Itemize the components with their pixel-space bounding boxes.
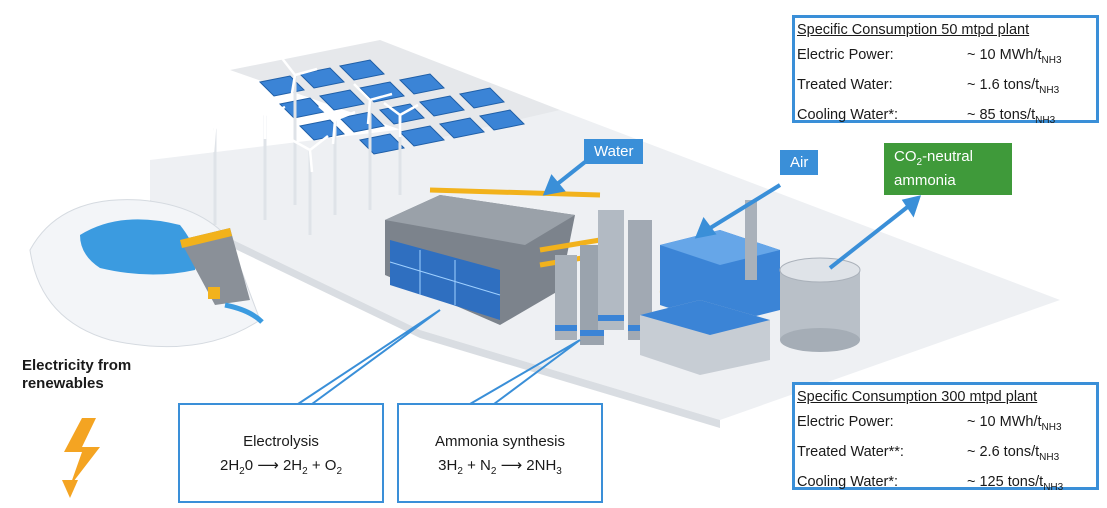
- spec-50-row: Treated Water: ~ 1.6 tons/tNH3: [797, 76, 1060, 96]
- spec-50-row: Cooling Water*: ~ 85 tons/tNH3: [797, 106, 1056, 126]
- reaction-arrow-icon: ⟶: [257, 457, 279, 474]
- ground-edge: [150, 200, 720, 428]
- spec-50-row: Electric Power: ~ 10 MWh/tNH3: [797, 47, 1062, 66]
- air-label: Air: [790, 154, 809, 171]
- wind-turbines: [213, 75, 402, 235]
- water-label: Water: [594, 143, 634, 160]
- electrolysis-box: Electrolysis 2H20 ⟶ 2H2 + O2: [178, 403, 384, 503]
- ammonia-label: ammonia: [894, 172, 956, 189]
- lightning-icon: [62, 418, 100, 498]
- turbine-blades: [196, 56, 419, 173]
- callout-pointers: [297, 309, 581, 405]
- solar-field: [230, 40, 560, 155]
- co2-neutral-ammonia-tag: CO2-neutral ammonia: [884, 143, 1012, 195]
- ammonia-synthesis-box: Ammonia synthesis 3H2 + N2 ⟶ 2NH3: [397, 403, 603, 503]
- air-separation-unit: [660, 200, 780, 325]
- reaction-arrow-icon: ⟶: [500, 457, 523, 474]
- spec-300-row: Cooling Water*: ~ 125 tons/tNH3: [797, 473, 1064, 493]
- neutral-label: -neutral: [922, 148, 973, 165]
- electricity-line-1: Electricity from: [22, 357, 132, 374]
- hydro-dam: [29, 199, 264, 348]
- synthesis-equation: 3H2 + N2 ⟶ 2NH3: [438, 457, 562, 477]
- spec-box-50: Specific Consumption 50 mtpd plant Elect…: [792, 15, 1099, 126]
- spec-box-300: Specific Consumption 300 mtpd plant Elec…: [792, 382, 1099, 493]
- co2-sub: 2: [916, 157, 923, 168]
- electricity-line-2: renewables: [22, 375, 104, 392]
- water-tag: Water: [584, 139, 644, 164]
- co2-label: CO: [894, 148, 917, 165]
- spec-300-row: Electric Power: ~ 10 MWh/tNH3: [797, 414, 1062, 433]
- air-tag: Air: [780, 150, 819, 175]
- synthesis-title: Ammonia synthesis: [434, 433, 566, 450]
- electrolysis-equation: 2H20 ⟶ 2H2 + O2: [219, 457, 343, 477]
- spec-300-title: Specific Consumption 300 mtpd plant: [797, 389, 1038, 405]
- electricity-label: Electricity from renewables: [22, 357, 131, 393]
- flow-arrows: [542, 160, 922, 270]
- storage-tank-icon: [779, 257, 861, 352]
- control-building: [640, 300, 770, 375]
- electrolysis-building: [385, 195, 575, 325]
- spec-50-title: Specific Consumption 50 mtpd plant: [797, 22, 1030, 38]
- spec-300-row: Treated Water**: ~ 2.6 tons/tNH3: [797, 443, 1060, 463]
- electrolysis-title: Electrolysis: [243, 433, 319, 450]
